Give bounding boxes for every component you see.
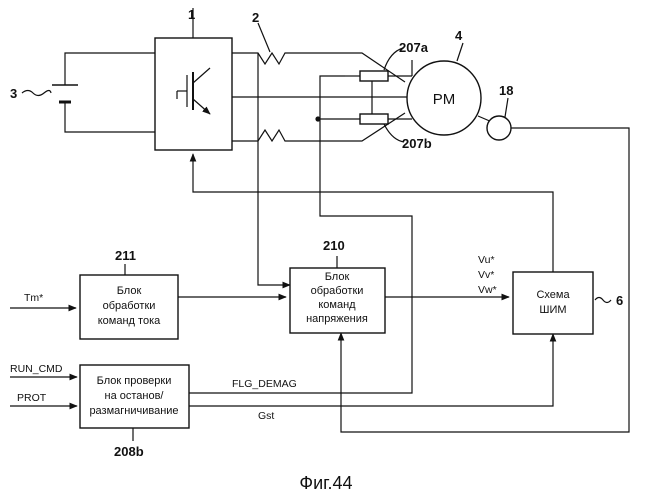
signal-vv: Vv*	[478, 269, 494, 281]
block-current-commands: Блок обработки команд тока 211	[80, 248, 178, 339]
check-block-line-3: размагничивание	[89, 405, 178, 417]
signal-run-cmd: RUN_CMD	[10, 363, 63, 375]
ref-207b: 207b	[402, 136, 432, 151]
voltage-block-line-4: напряжения	[306, 313, 368, 325]
voltage-block-line-3: команд	[318, 299, 356, 311]
pwm-ref-leader	[595, 298, 611, 303]
pwm-block-line-1: Схема	[536, 289, 570, 301]
signal-gst: Gst	[258, 410, 274, 422]
signal-prot: PROT	[17, 392, 47, 404]
ref-211: 211	[115, 248, 136, 263]
shunt-resistor-a	[360, 71, 388, 81]
ref-210: 210	[323, 238, 345, 253]
shunt-b-ref-leader	[384, 124, 404, 142]
check-block-line-1: Блок проверки	[97, 375, 172, 387]
block-voltage-commands: Блок обработки команд напряжения 210	[290, 238, 385, 333]
check-block-line-2: на останов/	[105, 390, 165, 402]
battery-ref-leader	[22, 91, 51, 96]
ref-6: 6	[616, 293, 623, 308]
ref-1: 1	[188, 7, 195, 22]
motor-ref-leader	[457, 43, 463, 61]
shunt-a-to-check-line	[320, 76, 345, 80]
block-pwm: Схема ШИМ 6	[513, 272, 623, 334]
signal-flg-demag: FLG_DEMAG	[232, 378, 297, 390]
voltage-block-line-1: Блок	[325, 271, 350, 283]
shunt-resistor-b	[360, 114, 388, 124]
ref-208b: 208b	[114, 444, 144, 459]
pwm-to-inverter	[193, 154, 553, 272]
ref-18: 18	[499, 83, 513, 98]
current-sensor-ref-leader	[258, 23, 270, 52]
encoder-ref-leader	[505, 98, 508, 117]
ref-4: 4	[455, 28, 463, 43]
ref-2: 2	[252, 10, 259, 25]
voltage-block-line-2: обработки	[311, 285, 364, 297]
current-block-line-3: команд тока	[98, 315, 161, 327]
pwm-block-box	[513, 272, 593, 334]
current-block-line-2: обработки	[103, 300, 156, 312]
signal-vu: Vu*	[478, 254, 495, 266]
battery-wire-top	[65, 53, 155, 85]
block-stop-demag-check: Блок проверки на останов/ размагничивани…	[80, 365, 189, 459]
current-block-line-1: Блок	[117, 285, 142, 297]
pwm-block-line-2: ШИМ	[539, 304, 566, 316]
signal-vw: Vw*	[478, 284, 497, 296]
pm-motor-label: PM	[433, 91, 456, 108]
battery-wire-bottom	[65, 102, 155, 132]
ref-3: 3	[10, 86, 17, 101]
power-section: 3 1 2 207a 207b PM	[10, 7, 513, 151]
current-sense-to-voltage-block	[258, 53, 290, 285]
figure-caption: Фиг.44	[299, 473, 352, 493]
ref-207a: 207a	[399, 40, 429, 55]
gst-to-pwm	[189, 334, 553, 406]
signal-tm: Tm*	[24, 292, 43, 304]
encoder	[487, 116, 511, 140]
